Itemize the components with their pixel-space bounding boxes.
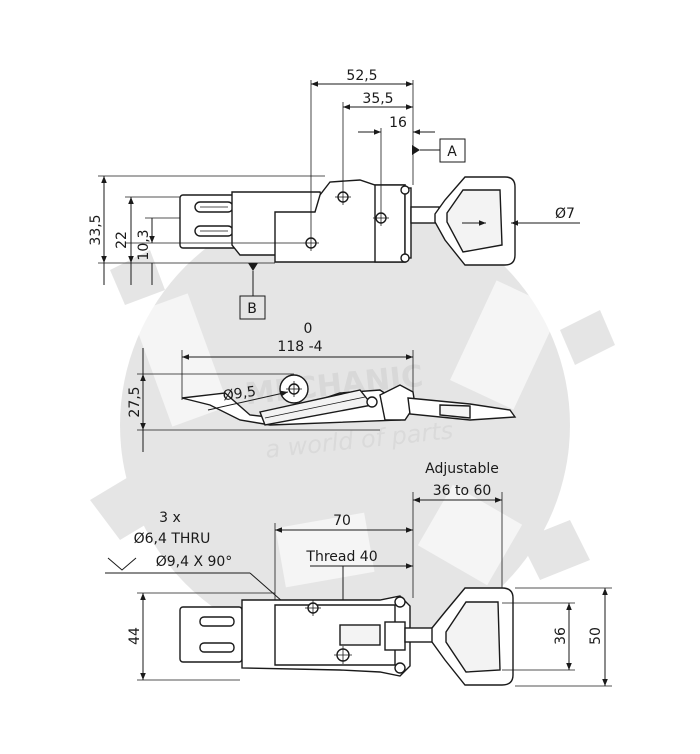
top-lever-plate [404,187,412,259]
dim-35-5: 35,5 [362,91,393,107]
dim-118: 118 -4 [277,339,322,355]
bottom-handle-inner [445,601,501,673]
dim-36: 36 [553,627,569,645]
dim-10-3: 10,3 [136,229,152,260]
top-handle-inner [446,189,503,253]
dim-44: 44 [127,627,143,645]
top-lever-block [374,184,406,263]
bottom-rod [404,627,436,643]
datum-b: B [247,301,257,317]
top-view: 52,5 35,5 16 A B 33,5 22 [88,68,580,320]
dim-27-5: 27,5 [127,386,143,417]
datum-a: A [447,144,457,160]
bottom-window [339,624,381,646]
dim-zero: 0 [304,321,313,337]
countersink-icon [107,557,137,571]
datum-a-box [439,138,466,163]
dim-phi9-5: Ø9,5 [222,384,257,404]
dim-phi7: Ø7 [555,206,575,222]
hole-thru: Ø6,4 THRU [134,531,211,547]
dim-50: 50 [588,627,604,645]
adjustable-range: 36 to 60 [433,483,492,499]
bottom-frame [274,604,396,666]
adjustable-label: Adjustable [425,461,499,477]
thread-label: Thread 40 [305,549,377,565]
dim-16: 16 [389,115,407,131]
watermark: MECHANIC a world of parts [90,200,615,650]
dim-22: 22 [114,231,130,249]
datum-b-box [239,295,266,320]
bottom-nut [384,621,406,651]
side-view: 0 118 -4 27,5 Ø9,5 [127,321,517,452]
countersink-spec: Ø9,4 X 90° [156,554,233,570]
dim-33-5: 33,5 [88,214,104,245]
hole-count: 3 x [159,510,181,526]
dim-70: 70 [333,513,351,529]
bottom-view: Adjustable 36 to 60 70 Thread 40 3 x Ø6,… [105,461,612,687]
bottom-latch-plate [179,606,243,663]
watermark-globe [120,200,570,650]
dim-52-5: 52,5 [346,68,377,84]
